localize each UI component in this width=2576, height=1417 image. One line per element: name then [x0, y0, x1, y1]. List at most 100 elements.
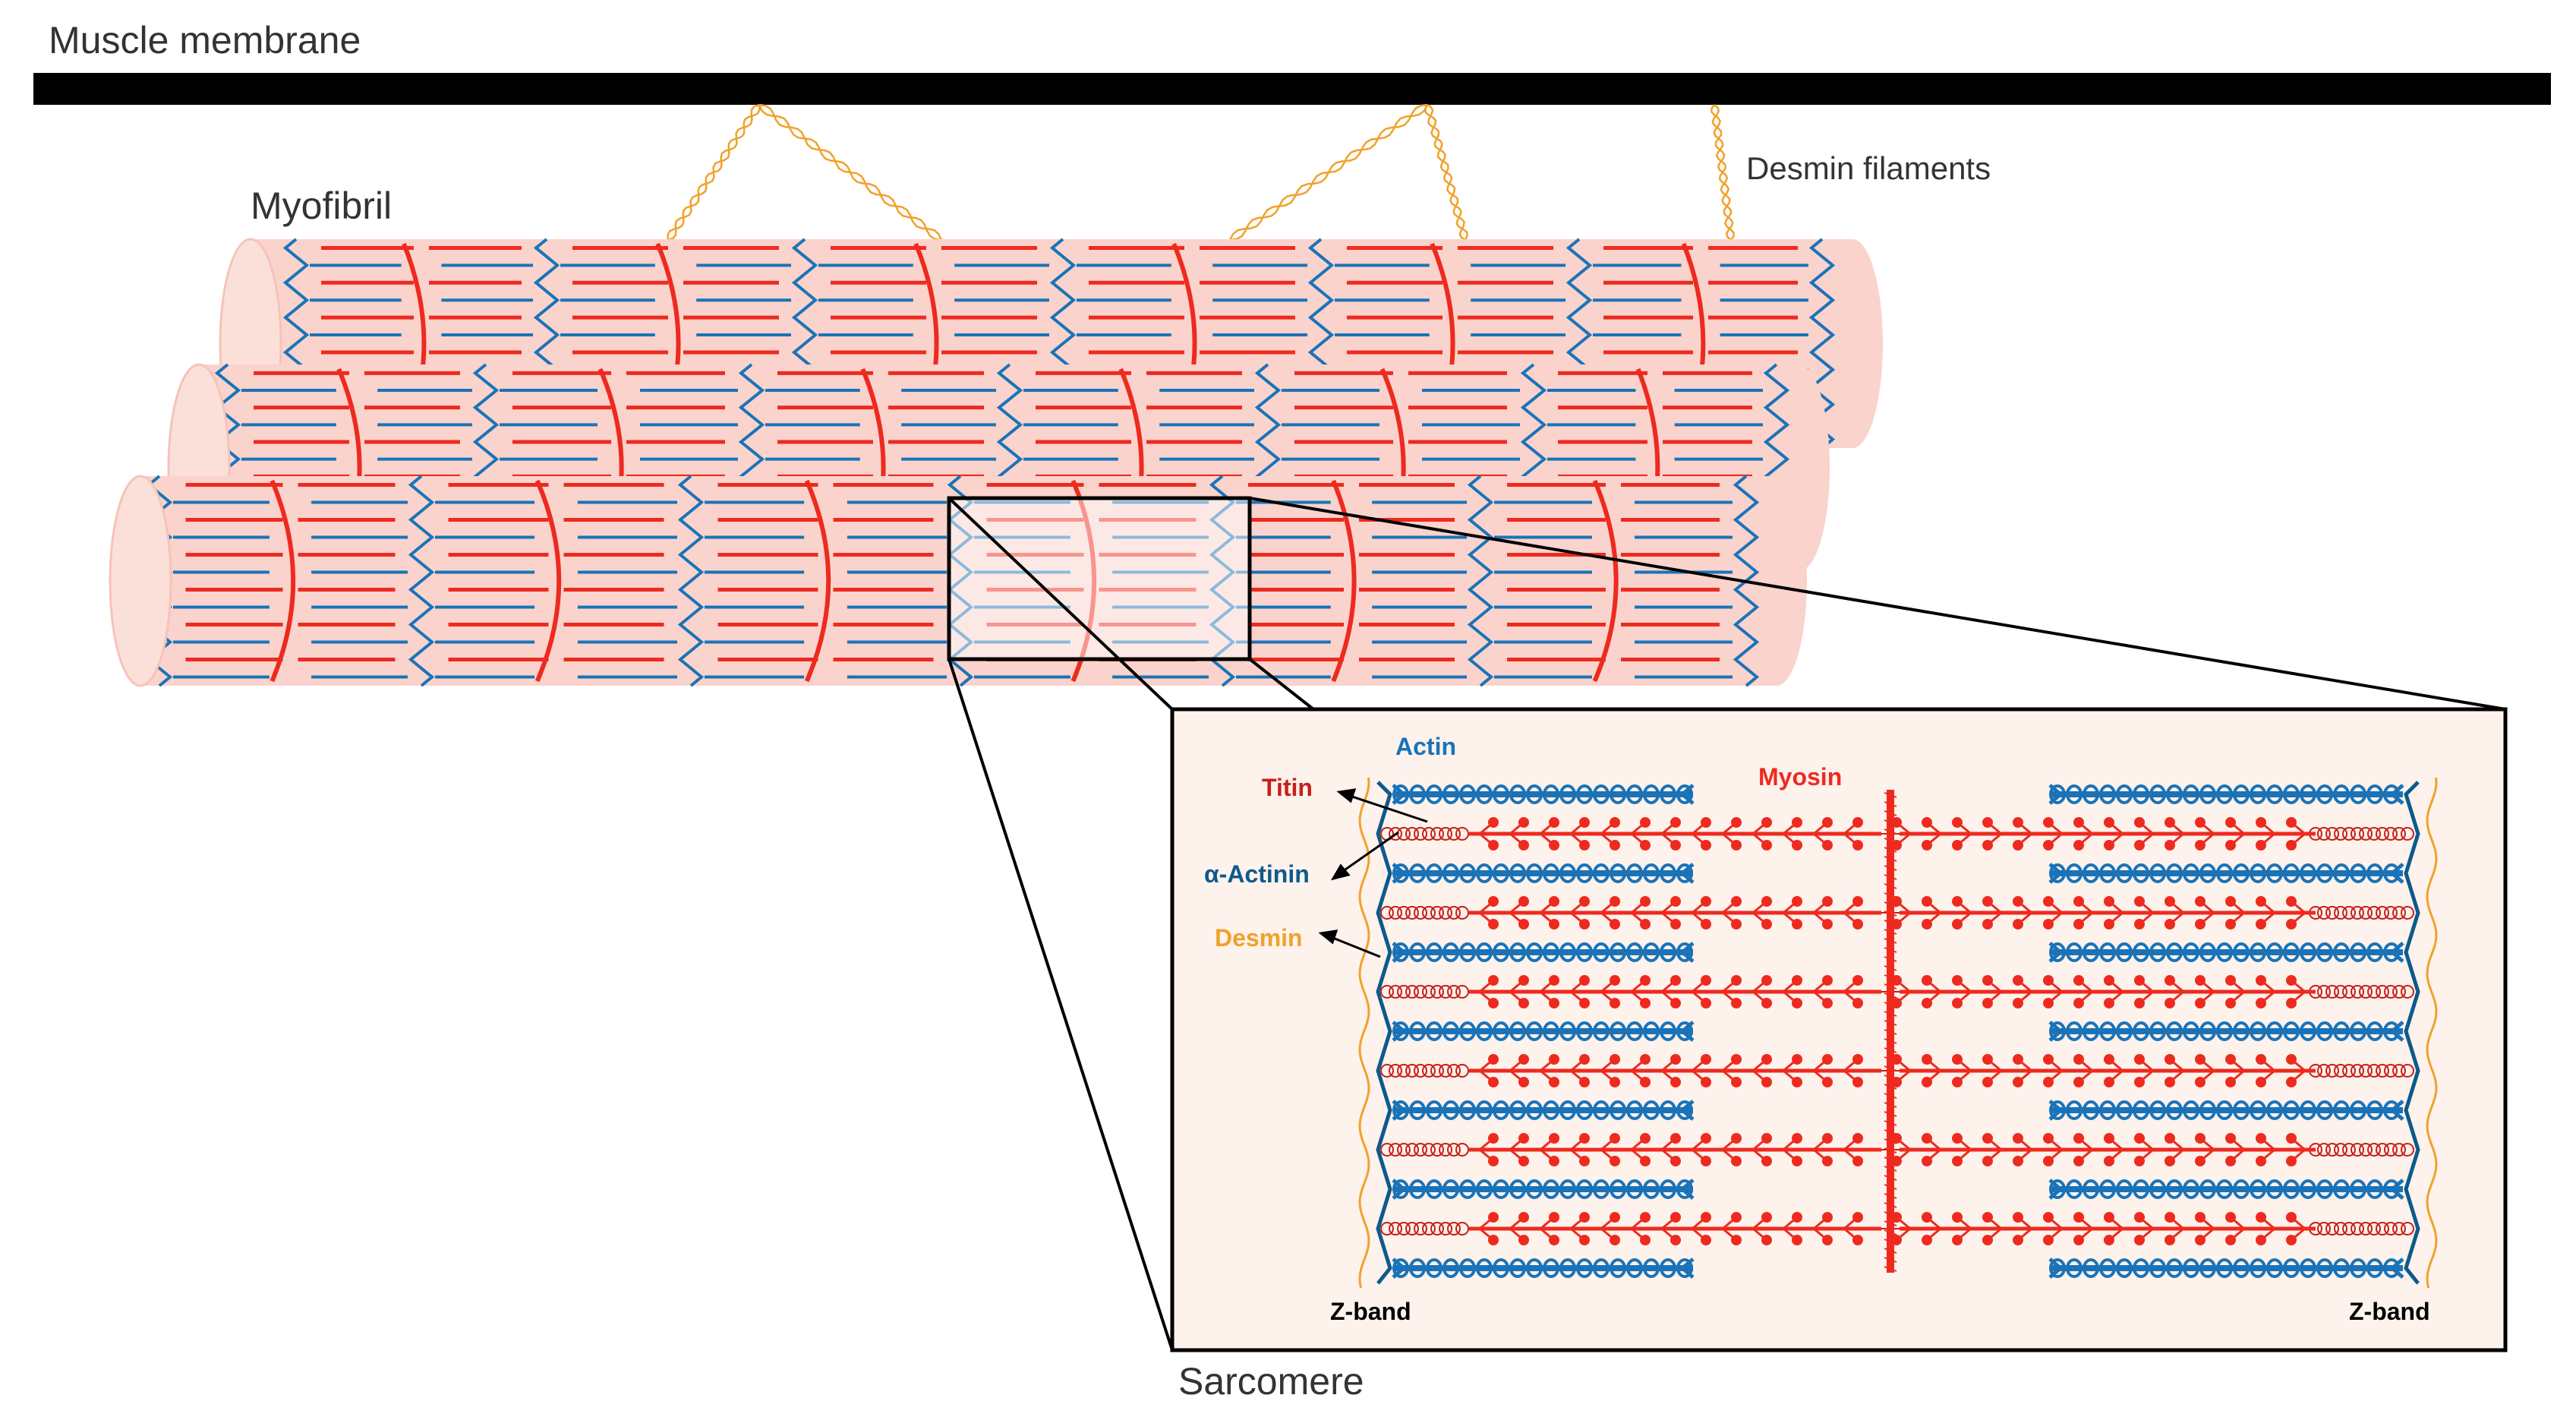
- titin-coil: [1439, 1143, 1452, 1157]
- myosin-head: [1852, 817, 1863, 828]
- actin-monomer: [2366, 942, 2383, 962]
- myosin-head: [2286, 1156, 2297, 1166]
- myosin-head: [1518, 817, 1529, 828]
- m-line-texture: [1884, 1020, 1897, 1026]
- actin-monomer: [2183, 942, 2199, 962]
- actin-monomer: [1660, 1258, 1676, 1278]
- actin-monomer: [1509, 863, 1526, 883]
- titin-coil: [1447, 985, 1461, 999]
- titin-coil: [2351, 985, 2364, 999]
- actin-monomer: [1493, 942, 1509, 962]
- myosin-head: [1701, 998, 1711, 1008]
- m-line-texture: [1884, 1166, 1897, 1172]
- titin-coil: [1405, 906, 1419, 920]
- z-band-desmin: [2426, 777, 2438, 1289]
- titin-coil: [2401, 1143, 2414, 1157]
- actin-monomer: [2183, 1021, 2199, 1041]
- desmin-filament: [667, 104, 761, 241]
- myosin-head: [1549, 840, 1559, 851]
- desmin-arrowhead: [1318, 929, 1338, 945]
- actin-monomer: [1660, 863, 1676, 883]
- titin-coil: [2342, 985, 2356, 999]
- myosin-head: [1549, 975, 1559, 986]
- actin-end: [1679, 863, 1695, 884]
- myosin-head: [2286, 1077, 2297, 1087]
- actin-monomer: [2149, 942, 2166, 962]
- myosin-head: [1579, 1212, 1590, 1223]
- myosin-head: [2165, 1212, 2175, 1223]
- myosin-head: [1952, 1235, 1963, 1245]
- titin-coil: [2392, 1222, 2406, 1236]
- myosin-head: [1701, 817, 1711, 828]
- myosin-head: [2043, 1054, 2054, 1065]
- myosin-head: [1488, 1077, 1499, 1087]
- actin-monomer: [2350, 1179, 2366, 1199]
- z-band-desmin: [1358, 777, 1370, 1289]
- titin-coil: [2325, 906, 2339, 920]
- myosin-head: [1952, 1054, 1963, 1065]
- titin-coil: [1414, 827, 1427, 841]
- actin-monomer: [2199, 863, 2216, 883]
- titin-coil: [1439, 906, 1452, 920]
- titin-coil: [2392, 1064, 2406, 1078]
- actin-monomer: [1442, 863, 1459, 883]
- myosin-head: [1731, 1077, 1742, 1087]
- actin-monomer: [2116, 1021, 2133, 1041]
- titin-coil: [1414, 906, 1427, 920]
- myosin-head: [2165, 896, 2175, 907]
- myosin-head: [1922, 1133, 1932, 1144]
- myosin-head: [1670, 1212, 1681, 1223]
- actin-monomer: [2366, 863, 2383, 883]
- actin-monomer: [1610, 1100, 1626, 1120]
- titin-coil: [2325, 827, 2339, 841]
- myosin-head: [2256, 1054, 2266, 1065]
- myosin-head: [2043, 896, 2054, 907]
- actin-monomer: [1426, 1021, 1442, 1041]
- titin-coil: [1455, 1143, 1469, 1157]
- actin-monomer: [1426, 1100, 1442, 1120]
- titin-arrowhead: [1336, 788, 1357, 803]
- actin-monomer: [2083, 1258, 2099, 1278]
- actin-monomer: [2133, 1179, 2149, 1199]
- myosin-head: [2195, 840, 2206, 851]
- actin-monomer: [1643, 1100, 1660, 1120]
- actin-monomer: [1610, 1179, 1626, 1199]
- myosin-head: [1792, 1077, 1802, 1087]
- myosin-head: [2073, 1077, 2084, 1087]
- actin-monomer: [1576, 1258, 1593, 1278]
- myosin-head: [1488, 1133, 1499, 1144]
- actin-monomer: [2083, 1179, 2099, 1199]
- myosin-head: [2013, 896, 2023, 907]
- titin-coil: [1397, 1143, 1411, 1157]
- actin-monomer: [1626, 1179, 1643, 1199]
- myosin-head: [1822, 975, 1833, 986]
- myosin-head: [1952, 896, 1963, 907]
- actin-monomer: [1442, 942, 1459, 962]
- actin-end: [1392, 1021, 1407, 1042]
- actin-monomer: [1409, 1021, 1426, 1041]
- z-band-alpha-actinin: [2404, 781, 2420, 1285]
- myosin-head: [2073, 1235, 2084, 1245]
- desmin-filament: [1228, 104, 1429, 241]
- actin-monomer: [2216, 1258, 2233, 1278]
- actin-monomer: [2333, 784, 2350, 804]
- actin-monomer: [2083, 1021, 2099, 1041]
- actin-monomer: [1509, 1258, 1526, 1278]
- titin-coil: [2342, 906, 2356, 920]
- actin-monomer: [1576, 942, 1593, 962]
- m-line-texture: [1884, 983, 1897, 989]
- myosin-head: [2013, 1212, 2023, 1223]
- actin-monomer: [2250, 784, 2266, 804]
- titin-coil: [1455, 1222, 1469, 1236]
- myosin-head: [2104, 1235, 2114, 1245]
- actin-monomer: [1476, 784, 1493, 804]
- actin-monomer: [2199, 1179, 2216, 1199]
- actin-end: [1679, 1258, 1695, 1279]
- titin-coil: [1430, 1064, 1444, 1078]
- actin-monomer: [2383, 942, 2400, 962]
- actin-monomer: [2333, 1258, 2350, 1278]
- actin-monomer: [1559, 1100, 1576, 1120]
- actin-monomer: [2266, 784, 2283, 804]
- actin-monomer: [1426, 942, 1442, 962]
- actin-monomer: [2366, 1100, 2383, 1120]
